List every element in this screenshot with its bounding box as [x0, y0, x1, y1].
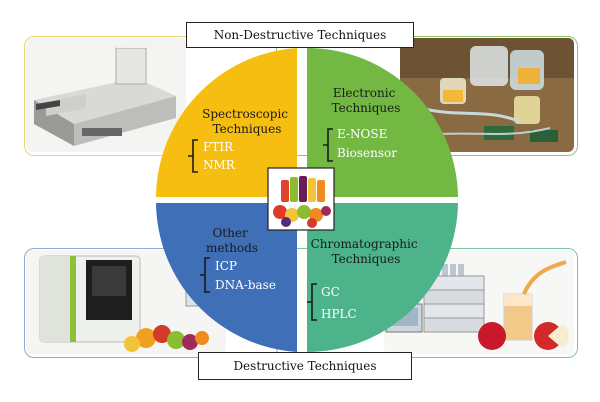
- electronic-title: Electronic Techniques: [332, 86, 401, 115]
- item-icp: ICP: [215, 259, 237, 273]
- chromatographic-title: Chromatographic Techniques: [311, 237, 422, 266]
- ftir-spectrometer-photo: [26, 38, 186, 152]
- quadrant-spectroscopic: [156, 48, 297, 197]
- quadrant-electronic: [307, 48, 458, 197]
- item-ftir: FTIR: [203, 140, 234, 154]
- chromatographic-bracket: [307, 283, 317, 321]
- non-destructive-label: Non-Destructive Techniques: [186, 22, 414, 48]
- destructive-label: Destructive Techniques: [198, 352, 412, 380]
- fruit-juices-photo: [267, 167, 335, 231]
- item-e-nose: E-NOSE: [337, 127, 387, 141]
- spectroscopic-title: Spectroscopic Techniques: [202, 107, 292, 136]
- item-dna-base: DNA-base: [215, 278, 276, 292]
- item-nmr: NMR: [203, 158, 236, 172]
- quadrant-chromatographic: [307, 203, 458, 352]
- item-hplc: HPLC: [321, 307, 357, 321]
- quadrant-other: [156, 203, 297, 352]
- item-gc: GC: [321, 285, 340, 299]
- other-title: Other methods: [206, 226, 258, 255]
- item-biosensor: Biosensor: [337, 146, 397, 160]
- icp-instrument-with-fruits-photo: [26, 250, 226, 354]
- spectroscopic-bracket: [188, 139, 198, 173]
- other-bracket: [200, 257, 210, 293]
- electronic-bracket: [323, 128, 333, 162]
